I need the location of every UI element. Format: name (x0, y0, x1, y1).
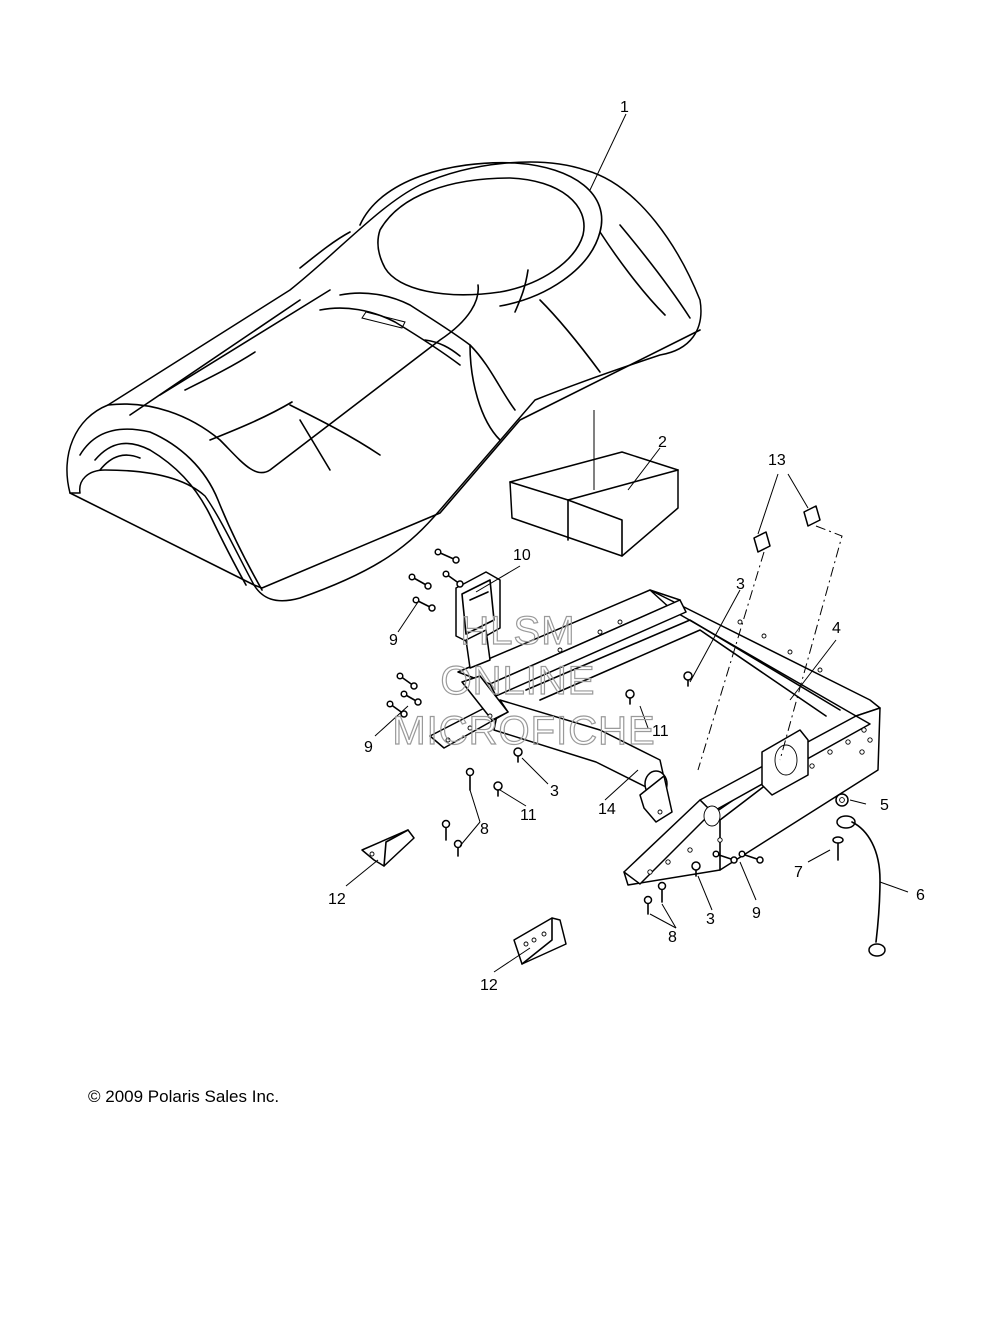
bracket-lower-12 (513, 917, 567, 965)
callout-3-mid: 3 (550, 783, 559, 800)
callout-14: 14 (598, 801, 616, 818)
callout-4: 4 (832, 620, 841, 637)
callout-11-frame: 11 (652, 723, 669, 740)
callout-8-right: 8 (668, 929, 677, 946)
callout-9-mid: 9 (364, 739, 373, 756)
tether-cable (836, 815, 886, 957)
leader-lines (345, 113, 909, 973)
callout-3-top: 3 (736, 576, 745, 593)
seat-latch (455, 571, 501, 669)
callout-9-top: 9 (389, 632, 398, 649)
callout-11: 11 (520, 807, 537, 824)
bracket-upper-12 (361, 829, 415, 867)
foam-pad (509, 451, 679, 557)
callout-7: 7 (794, 864, 803, 881)
frame-holes (445, 619, 873, 875)
callout-3-right: 3 (706, 911, 715, 928)
callout-10: 10 (513, 547, 531, 564)
callout-12-lower: 12 (480, 977, 498, 994)
copyright-notice: © 2009 Polaris Sales Inc. (88, 1087, 279, 1106)
clips-13 (697, 505, 843, 771)
callout-1: 1 (620, 99, 629, 116)
callout-9-right: 9 (752, 905, 761, 922)
callout-13: 13 (768, 452, 786, 469)
watermark-line-3: MICROFICHE (392, 709, 655, 753)
callout-8-left: 8 (480, 821, 489, 838)
watermark-line-1: HLSM (460, 609, 575, 653)
callout-2: 2 (658, 434, 667, 451)
callout-12-upper: 12 (328, 891, 346, 908)
seat (66, 161, 702, 602)
callout-5: 5 (880, 797, 889, 814)
watermark: HLSM ONLINE MICROFICHE (392, 608, 656, 753)
callout-6: 6 (916, 887, 925, 904)
watermark-line-2: ONLINE (441, 659, 596, 703)
callouts: 1 2 13 10 3 4 9 11 9 3 5 14 11 8 7 6 12 … (328, 99, 925, 994)
fasteners (386, 548, 849, 915)
seat-frame (429, 589, 881, 886)
